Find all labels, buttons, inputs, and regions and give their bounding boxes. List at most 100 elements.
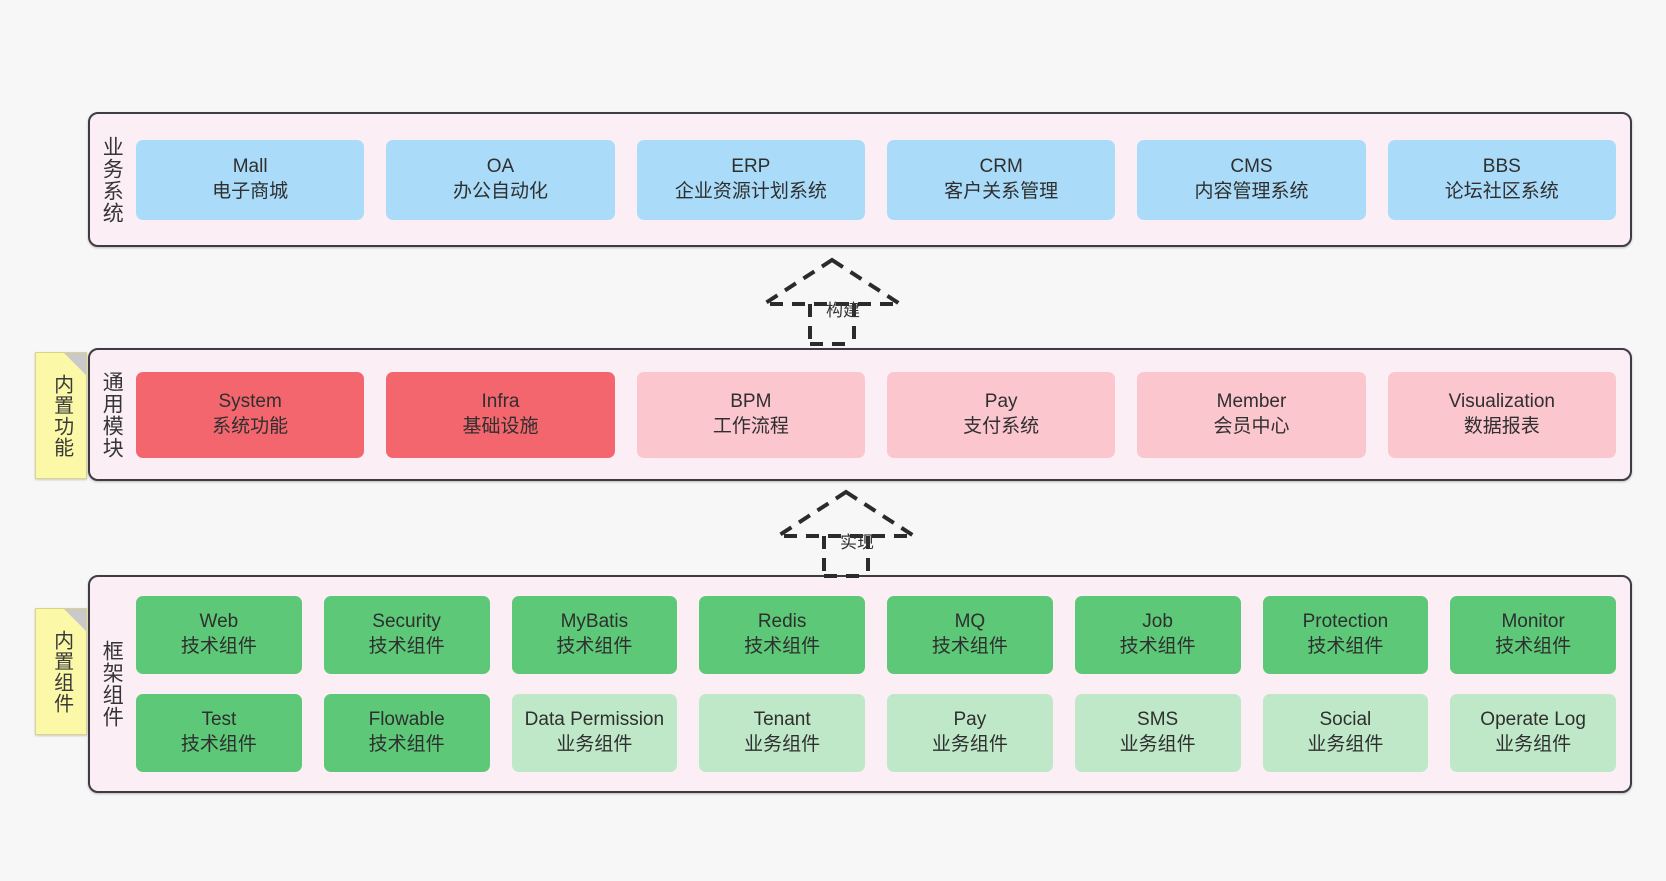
component-card[interactable]: Monitor 技术组件: [1450, 596, 1616, 674]
layer-title-framework: 框架组件: [100, 640, 124, 728]
component-name: Redis: [757, 611, 807, 633]
component-card[interactable]: Infra 基础设施: [386, 371, 615, 458]
component-card[interactable]: Security 技术组件: [323, 596, 490, 674]
component-name: OA: [486, 155, 515, 177]
component-name: Visualization: [1448, 390, 1555, 412]
component-subtitle: 技术组件: [368, 636, 445, 657]
component-subtitle: 技术组件: [1307, 636, 1384, 657]
layer-title-module: 通用模块: [100, 370, 124, 459]
component-name: Pay: [953, 709, 987, 731]
component-subtitle: 业务组件: [556, 734, 633, 755]
component-card[interactable]: CRM 客户关系管理: [886, 139, 1116, 220]
component-name: MyBatis: [560, 611, 629, 633]
component-subtitle: 业务组件: [931, 734, 1008, 755]
component-card[interactable]: SMS 业务组件: [1074, 694, 1241, 772]
component-card[interactable]: Job 技术组件: [1074, 596, 1241, 674]
component-name: Tenant: [753, 709, 811, 731]
component-name: CMS: [1230, 155, 1273, 177]
component-subtitle: 基础设施: [462, 415, 539, 437]
component-subtitle: 论坛社区系统: [1444, 180, 1559, 202]
component-subtitle: 客户关系管理: [944, 180, 1059, 202]
component-name: Web: [199, 611, 239, 633]
component-card[interactable]: CMS 内容管理系统: [1137, 139, 1366, 220]
component-subtitle: 系统功能: [212, 415, 289, 437]
component-subtitle: 电子商城: [212, 180, 289, 202]
note-fold-corner-icon: [64, 609, 86, 631]
component-card[interactable]: Visualization 数据报表: [1387, 371, 1616, 458]
component-subtitle: 业务组件: [744, 734, 821, 755]
component-name: Operate Log: [1480, 709, 1586, 731]
component-name: Social: [1319, 709, 1372, 731]
component-card[interactable]: MyBatis 技术组件: [511, 596, 678, 674]
component-card[interactable]: BBS 论坛社区系统: [1387, 139, 1616, 220]
component-name: Security: [372, 611, 441, 633]
component-name: Mall: [232, 155, 268, 177]
component-name: Job: [1142, 611, 1173, 633]
component-name: Flowable: [368, 709, 445, 731]
component-name: Data Permission: [524, 709, 665, 731]
component-name: Monitor: [1501, 611, 1565, 633]
component-card[interactable]: Protection 技术组件: [1262, 596, 1429, 674]
component-name: Member: [1216, 390, 1287, 412]
connector-label-implement: 实现: [840, 533, 874, 552]
layer-title-business: 业务系统: [100, 135, 124, 224]
component-subtitle: 技术组件: [180, 734, 257, 755]
connector-shaft: [822, 536, 870, 578]
component-card[interactable]: Pay 业务组件: [887, 694, 1053, 772]
connector-implement: 实现: [771, 489, 921, 578]
component-subtitle: 业务组件: [1119, 734, 1196, 755]
connector-shaft: [808, 304, 856, 346]
component-subtitle: 业务组件: [1307, 734, 1384, 755]
component-subtitle: 办公自动化: [452, 180, 548, 202]
component-subtitle: 业务组件: [1495, 734, 1572, 755]
component-name: BPM: [730, 390, 772, 412]
component-card[interactable]: OA 办公自动化: [386, 139, 615, 220]
component-subtitle: 技术组件: [931, 636, 1008, 657]
component-subtitle: 工作流程: [712, 415, 789, 437]
component-card[interactable]: Data Permission 业务组件: [511, 694, 678, 772]
component-name: ERP: [731, 155, 771, 177]
component-name: BBS: [1482, 155, 1521, 177]
component-card[interactable]: Tenant 业务组件: [699, 694, 865, 772]
layer-body-business: Mall 电子商城 OA 办公自动化 ERP 企业资源计划系统 CRM 客户关系管理 CMS 内容…: [132, 114, 1630, 245]
note-fold-corner-icon: [64, 353, 86, 375]
component-subtitle: 技术组件: [1495, 636, 1572, 657]
component-subtitle: 数据报表: [1463, 415, 1540, 437]
component-name: Infra: [481, 390, 520, 412]
component-card[interactable]: Pay 支付系统: [886, 371, 1116, 458]
sticky-note-module: 内置功能: [35, 352, 87, 479]
component-name: Protection: [1302, 611, 1389, 633]
component-card[interactable]: Operate Log 业务组件: [1450, 694, 1616, 772]
component-subtitle: 会员中心: [1213, 415, 1290, 437]
component-subtitle: 技术组件: [1119, 636, 1196, 657]
component-card[interactable]: ERP 企业资源计划系统: [636, 139, 865, 220]
component-name: SMS: [1137, 709, 1179, 731]
component-name: CRM: [979, 155, 1023, 177]
component-subtitle: 企业资源计划系统: [674, 180, 827, 202]
component-card[interactable]: Redis 技术组件: [699, 596, 865, 674]
layer-business-row: Mall 电子商城 OA 办公自动化 ERP 企业资源计划系统 CRM 客户关系管理 CMS 内容…: [136, 139, 1616, 220]
component-card[interactable]: BPM 工作流程: [636, 371, 865, 458]
component-subtitle: 技术组件: [556, 636, 633, 657]
connector-build: 构建: [757, 257, 907, 346]
component-subtitle: 内容管理系统: [1194, 180, 1309, 202]
component-card[interactable]: Mall 电子商城: [136, 139, 365, 220]
component-subtitle: 技术组件: [744, 636, 821, 657]
component-name: Pay: [984, 390, 1018, 412]
component-subtitle: 支付系统: [963, 415, 1040, 437]
component-card[interactable]: Social 业务组件: [1262, 694, 1429, 772]
component-card[interactable]: Member 会员中心: [1137, 371, 1366, 458]
